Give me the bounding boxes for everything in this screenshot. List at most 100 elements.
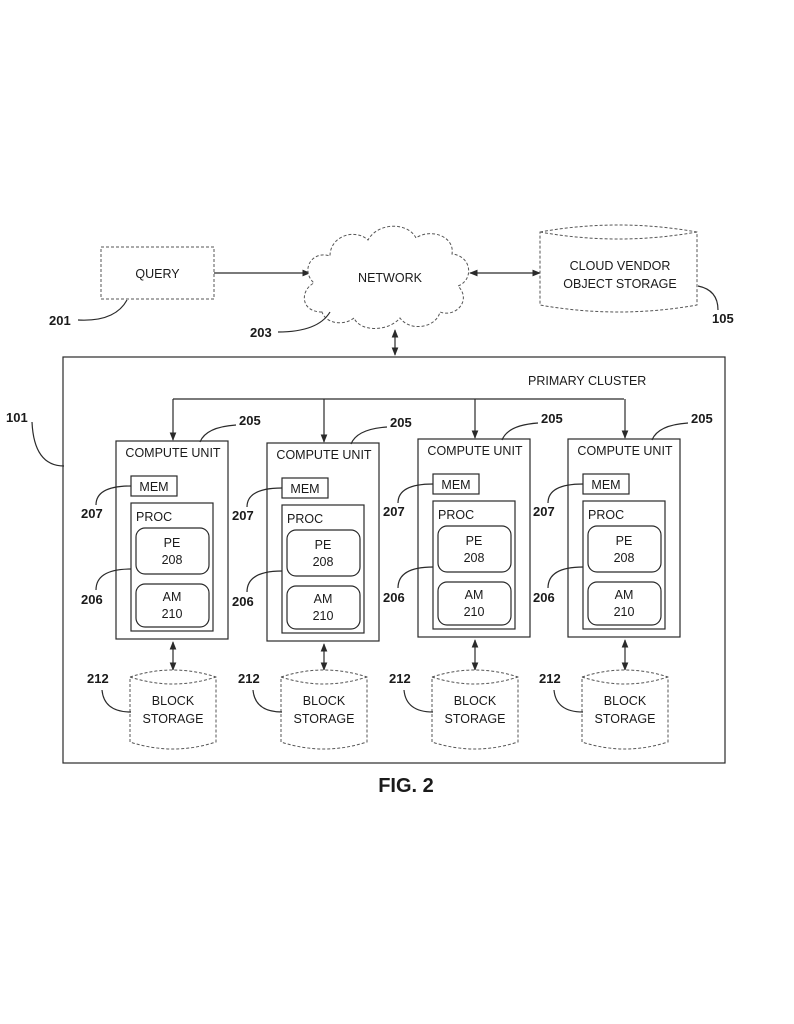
proc-box	[432, 500, 516, 630]
block-storage-cylinder: BLOCK STORAGE	[280, 669, 368, 750]
pe-label: PE	[164, 536, 181, 550]
compute-unit-title: COMPUTE UNIT	[276, 448, 372, 462]
compute-unit-box	[115, 440, 229, 640]
proc-leader-line	[246, 570, 283, 593]
mem-ref: 207	[81, 506, 103, 521]
compute-unit-title: COMPUTE UNIT	[577, 444, 673, 458]
proc-label: PROC	[136, 510, 172, 524]
am-ref: 210	[614, 605, 635, 619]
primary-cluster-box	[62, 356, 726, 764]
mem-label: MEM	[591, 478, 620, 492]
mem-ref: 207	[533, 504, 555, 519]
object-storage-line1: CLOUD VENDOR	[570, 259, 671, 273]
compute-unit-ref: 205	[541, 411, 563, 426]
proc-label: PROC	[438, 508, 474, 522]
pe-ref: 208	[162, 553, 183, 567]
block-storage-leader-line	[252, 689, 283, 713]
am-box	[286, 585, 361, 630]
block-storage-ref: 212	[238, 671, 260, 686]
compute-unit-ref: 205	[390, 415, 412, 430]
block-storage-line2: STORAGE	[294, 712, 355, 726]
compute-unit-ref: 205	[239, 413, 261, 428]
proc-ref: 206	[81, 592, 103, 607]
object-storage-leader-line	[697, 285, 719, 311]
mem-leader-line	[397, 483, 434, 504]
compute-unit-box	[417, 438, 531, 638]
compute-unit-ref: 205	[691, 411, 713, 426]
am-ref: 210	[464, 605, 485, 619]
block-storage-cylinder: BLOCK STORAGE	[129, 669, 217, 750]
mem-leader-line	[246, 487, 283, 508]
proc-ref: 206	[533, 590, 555, 605]
network-label: NETWORK	[358, 271, 423, 285]
cluster-ref: 101	[6, 410, 28, 425]
figure-label: FIG. 2	[378, 775, 434, 797]
query-label: QUERY	[135, 267, 180, 281]
block-storage-ref: 212	[87, 671, 109, 686]
cluster-leader-line	[31, 421, 65, 467]
pe-ref: 208	[464, 551, 485, 565]
am-box	[437, 581, 512, 626]
am-label: AM	[465, 588, 484, 602]
block-storage-line1: BLOCK	[604, 694, 647, 708]
proc-box	[582, 500, 666, 630]
pe-box	[286, 529, 361, 577]
object-storage-line2: OBJECT STORAGE	[563, 277, 676, 291]
mem-ref: 207	[383, 504, 405, 519]
pe-box	[135, 527, 210, 575]
proc-box	[130, 502, 214, 632]
pe-ref: 208	[614, 551, 635, 565]
block-storage-line1: BLOCK	[303, 694, 346, 708]
pe-label: PE	[616, 534, 633, 548]
compute-unit-title: COMPUTE UNIT	[427, 444, 523, 458]
proc-label: PROC	[588, 508, 624, 522]
network-cloud: NETWORK	[304, 225, 469, 329]
compute-unit-leader-line	[501, 422, 539, 441]
am-ref: 210	[162, 607, 183, 621]
network-ref: 203	[250, 325, 272, 340]
block-storage-leader-line	[553, 689, 584, 713]
pe-ref: 208	[313, 555, 334, 569]
block-storage-cylinder: BLOCK STORAGE	[431, 669, 519, 750]
object-storage-ref: 105	[712, 311, 734, 326]
block-storage-line2: STORAGE	[445, 712, 506, 726]
compute-unit-box	[266, 442, 380, 642]
query-ref: 201	[49, 313, 71, 328]
query-node: QUERY	[100, 246, 215, 300]
am-ref: 210	[313, 609, 334, 623]
mem-label: MEM	[441, 478, 470, 492]
compute-unit-leader-line	[350, 426, 388, 445]
block-storage-line1: BLOCK	[454, 694, 497, 708]
proc-leader-line	[397, 566, 434, 589]
proc-ref: 206	[232, 594, 254, 609]
block-storage-line1: BLOCK	[152, 694, 195, 708]
am-box	[135, 583, 210, 628]
proc-leader-line	[95, 568, 132, 591]
object-storage-cylinder: CLOUD VENDOR OBJECT STORAGE	[539, 224, 698, 313]
proc-ref: 206	[383, 590, 405, 605]
pe-box	[437, 525, 512, 573]
block-storage-leader-line	[403, 689, 434, 713]
am-label: AM	[314, 592, 333, 606]
pe-label: PE	[466, 534, 483, 548]
block-storage-line2: STORAGE	[595, 712, 656, 726]
mem-ref: 207	[232, 508, 254, 523]
compute-unit-leader-line	[651, 422, 689, 441]
mem-leader-line	[95, 485, 132, 506]
compute-unit-leader-line	[199, 424, 237, 443]
mem-label: MEM	[290, 482, 319, 496]
pe-box	[587, 525, 662, 573]
block-storage-line2: STORAGE	[143, 712, 204, 726]
am-label: AM	[615, 588, 634, 602]
proc-box	[281, 504, 365, 634]
query-leader-line	[77, 299, 128, 321]
proc-leader-line	[547, 566, 584, 589]
compute-unit-title: COMPUTE UNIT	[125, 446, 221, 460]
compute-unit-box	[567, 438, 681, 638]
